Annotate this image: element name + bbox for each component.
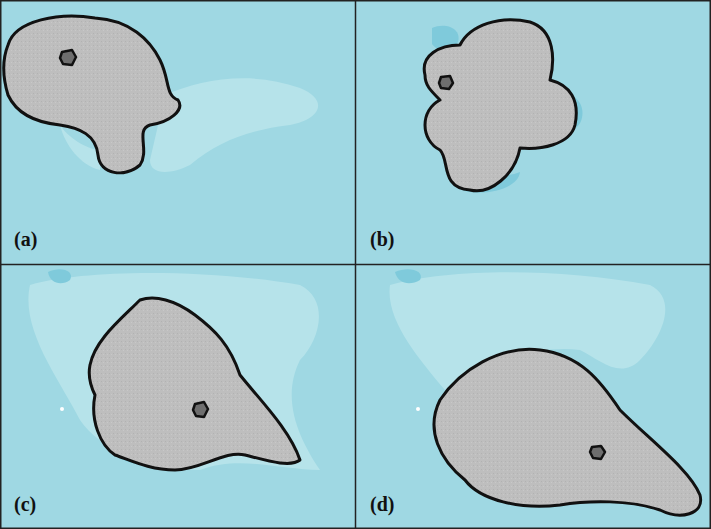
marker-dot [60, 407, 420, 411]
source-point [60, 50, 605, 459]
panel-label: (a) [14, 229, 37, 249]
panel-label: (d) [370, 494, 394, 514]
panel-label: (b) [370, 229, 394, 249]
oil-slick [4, 16, 701, 515]
panel-label: (c) [14, 494, 36, 514]
